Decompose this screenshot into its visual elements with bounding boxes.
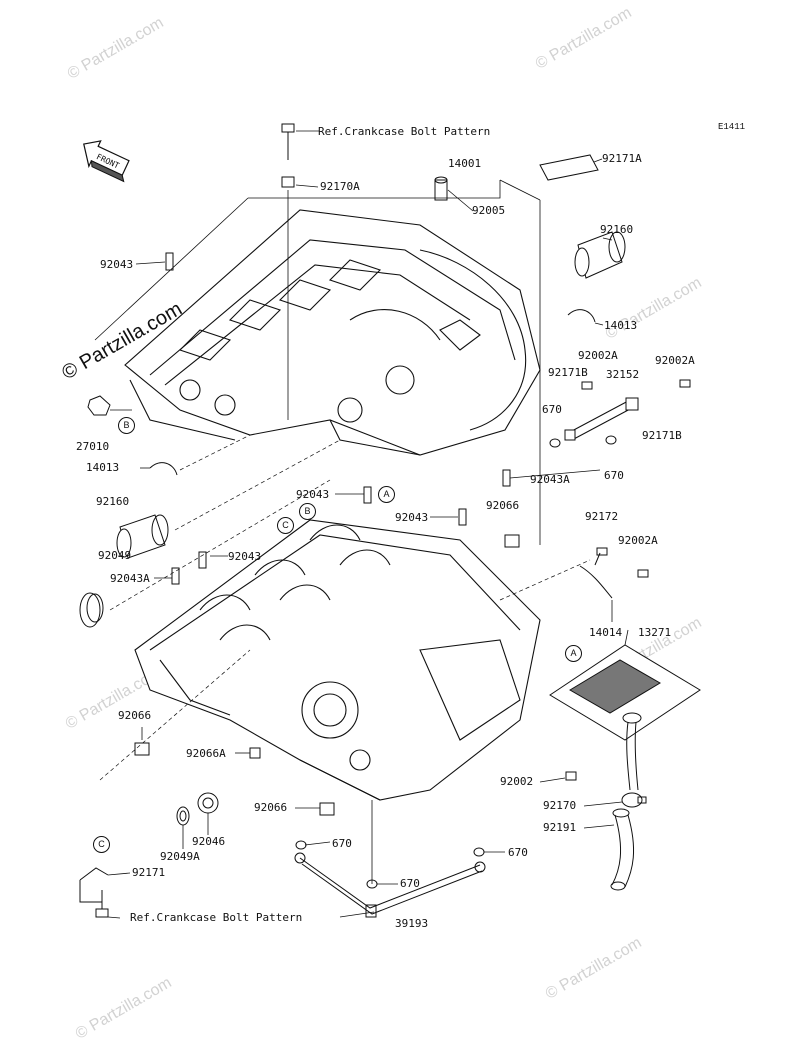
label-92171B-left[interactable]: 92171B (548, 366, 588, 379)
upper-crankcase (124, 209, 541, 456)
label-27010[interactable]: 27010 (76, 440, 110, 453)
label-92049A[interactable]: 92049A (160, 850, 200, 863)
label-92002A-1[interactable]: 92002A (578, 349, 618, 362)
label-670-b[interactable]: 670 (604, 469, 624, 482)
bracket-14014 (579, 565, 613, 599)
label-14013-right[interactable]: 14013 (604, 319, 638, 332)
bearing-92160-top (574, 231, 626, 279)
label-92002A-2[interactable]: 92002A (655, 354, 695, 367)
thrust-14013 (149, 309, 596, 476)
label-92170[interactable]: 92170 (543, 799, 577, 812)
label-92043A-left[interactable]: 92043A (110, 572, 150, 585)
label-92043-a[interactable]: 92043 (100, 258, 134, 271)
label-92172[interactable]: 92172 (585, 510, 619, 523)
label-14013-left[interactable]: 14013 (86, 461, 120, 474)
label-92171B-right[interactable]: 92171B (642, 429, 682, 442)
label-ref-crankcase-bolt-bottom[interactable]: Ref.Crankcase Bolt Pattern (130, 911, 303, 924)
label-92066-top[interactable]: 92066 (486, 499, 520, 512)
clamp-92170 (621, 792, 647, 808)
pipe-39193 (294, 852, 486, 918)
bearing-92160-left (116, 514, 169, 559)
bracket-92171 (79, 867, 109, 903)
front-arrow-icon: FRONT (83, 140, 130, 183)
diagram-code: E1411 (718, 122, 746, 132)
label-92160-left[interactable]: 92160 (96, 495, 130, 508)
label-92191[interactable]: 92191 (543, 821, 577, 834)
pipe-32152 (564, 397, 639, 441)
label-670-c[interactable]: 670 (332, 837, 352, 850)
bearing-92046 (197, 792, 219, 814)
dowel-pins (165, 176, 511, 759)
callout-c-bottom: C (93, 836, 110, 853)
label-670-a[interactable]: 670 (542, 403, 562, 416)
label-670-d[interactable]: 670 (508, 846, 528, 859)
label-92171A[interactable]: 92171A (602, 152, 642, 165)
label-92043-b[interactable]: 92043 (296, 488, 330, 501)
label-32152[interactable]: 32152 (606, 368, 640, 381)
label-92171[interactable]: 92171 (132, 866, 166, 879)
label-39193[interactable]: 39193 (395, 917, 429, 930)
label-92043-d[interactable]: 92043 (228, 550, 262, 563)
callout-a-lower: A (565, 645, 582, 662)
label-92170A[interactable]: 92170A (320, 180, 360, 193)
label-92066-left[interactable]: 92066 (118, 709, 152, 722)
label-670-e[interactable]: 670 (400, 877, 420, 890)
callout-c-lower: C (277, 517, 294, 534)
label-14014[interactable]: 14014 (589, 626, 623, 639)
plug-27010 (87, 395, 111, 416)
label-92046[interactable]: 92046 (192, 835, 226, 848)
plugs-92066 (134, 534, 520, 816)
label-92043-c[interactable]: 92043 (395, 511, 429, 524)
label-92066-bottom[interactable]: 92066 (254, 801, 288, 814)
label-92005[interactable]: 92005 (472, 204, 506, 217)
label-14001[interactable]: 14001 (448, 157, 482, 170)
label-92002A-3[interactable]: 92002A (618, 534, 658, 547)
label-13271[interactable]: 13271 (638, 626, 672, 639)
callout-a-upper: A (378, 486, 395, 503)
callout-b-lower: B (299, 503, 316, 520)
leader-lines (107, 130, 629, 919)
oil-strainer-plate (549, 644, 701, 791)
hose-92191 (610, 808, 634, 891)
lower-crankcase (134, 519, 541, 801)
seal-92049A (176, 806, 190, 826)
label-ref-crankcase-bolt-top[interactable]: Ref.Crankcase Bolt Pattern (318, 125, 491, 138)
label-92043A-right[interactable]: 92043A (530, 473, 570, 486)
oil-seal-92049 (79, 592, 104, 628)
label-92002[interactable]: 92002 (500, 775, 534, 788)
bolts (95, 123, 691, 918)
plate-92171A (539, 154, 599, 181)
callout-b-upper: B (118, 417, 135, 434)
label-92066A[interactable]: 92066A (186, 747, 226, 760)
dashed-guides (99, 434, 591, 781)
reference-frame-14001 (94, 179, 541, 545)
label-92049[interactable]: 92049 (98, 549, 132, 562)
label-92160-top[interactable]: 92160 (600, 223, 634, 236)
